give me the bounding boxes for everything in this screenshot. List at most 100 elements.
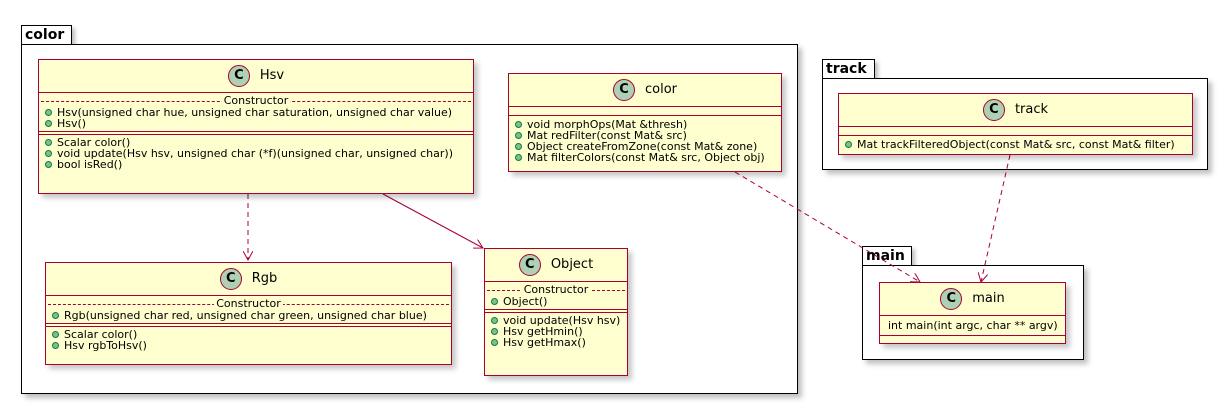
constructor-item: Rgb(unsigned char red, unsigned char gre…: [46, 308, 451, 322]
class-badge-icon: C: [518, 254, 541, 276]
method-item: Mat trackFilteredObject(const Mat& src, …: [839, 137, 1192, 151]
method-item: void update(Hsv hsv, unsigned char (*f)(…: [39, 146, 473, 160]
constructor-signature: Hsv(): [57, 116, 87, 130]
constructor-signature: Rgb(unsigned char red, unsigned char gre…: [64, 308, 427, 322]
section-divider: [839, 135, 1192, 136]
package-tab-color: color: [21, 25, 72, 45]
section-divider: [509, 115, 781, 116]
class-header: C Hsv: [39, 60, 473, 93]
class-badge-icon: C: [612, 79, 635, 101]
method-signature: Hsv getHmin(): [503, 324, 583, 338]
constructor-item: Object(): [485, 294, 627, 308]
arrow-hsv-to-object: [382, 193, 483, 248]
class-header: C track: [839, 94, 1192, 127]
public-method-icon: [52, 312, 59, 319]
method-item: Mat filterColors(const Mat& src, Object …: [509, 150, 781, 164]
constructor-item: Hsv(): [39, 116, 473, 130]
class-track[interactable]: C track Mat trackFilteredObject(const Ma…: [838, 93, 1193, 155]
class-header: C Rgb: [46, 263, 451, 296]
method-item: Mat redFilter(const Mat& src): [509, 128, 781, 142]
field-item: int main(int argc, char ** argv): [888, 319, 1058, 332]
method-signature: Hsv rgbToHsv(): [64, 338, 147, 352]
public-method-icon: [491, 298, 498, 305]
class-color[interactable]: C color void morphOps(Mat &thresh) Mat r…: [508, 73, 782, 172]
package-label-main: main: [866, 248, 905, 264]
method-item: Hsv rgbToHsv(): [46, 338, 451, 352]
method-item: Scalar color(): [46, 327, 451, 341]
class-badge-icon: C: [982, 99, 1005, 121]
section-title-text: Constructor: [214, 297, 283, 310]
public-method-icon: [491, 317, 498, 324]
section-divider: [485, 309, 627, 310]
method-signature: Scalar color(): [57, 135, 131, 149]
method-signature: void morphOps(Mat &thresh): [527, 117, 688, 131]
section-title: Constructor: [39, 94, 473, 107]
arrow-color-to-main: [734, 171, 920, 282]
method-signature: Mat filterColors(const Mat& src, Object …: [527, 150, 765, 164]
method-item: bool isRed(): [39, 157, 473, 171]
public-method-icon: [515, 154, 522, 161]
public-method-icon: [515, 143, 522, 150]
constructor-item: Hsv(unsigned char hue, unsigned char sat…: [39, 105, 473, 119]
method-signature: Mat trackFilteredObject(const Mat& src, …: [857, 137, 1175, 151]
public-method-icon: [45, 139, 52, 146]
public-method-icon: [845, 141, 852, 148]
method-signature: void update(Hsv hsv, unsigned char (*f)(…: [57, 146, 453, 160]
method-item: Scalar color(): [39, 135, 473, 149]
section-divider: [485, 312, 627, 313]
method-signature: Scalar color(): [64, 327, 138, 341]
method-item: Object createFromZone(const Mat& zone): [509, 139, 781, 153]
public-method-icon: [515, 132, 522, 139]
public-method-icon: [45, 161, 52, 168]
method-signature: bool isRed(): [57, 157, 123, 171]
method-item: void update(Hsv hsv): [485, 313, 627, 327]
class-header: C color: [509, 74, 781, 107]
class-header: C main: [880, 283, 1065, 316]
constructor-signature: Object(): [503, 294, 548, 308]
class-badge-icon: C: [219, 268, 242, 290]
method-signature: Mat redFilter(const Mat& src): [527, 128, 687, 142]
class-rgb[interactable]: C Rgb Constructor Rgb(unsigned char red,…: [45, 262, 452, 365]
method-item: void morphOps(Mat &thresh): [509, 117, 781, 131]
section-title-text: Constructor: [221, 94, 291, 107]
package-label-track: track: [826, 61, 867, 77]
class-badge-icon: C: [940, 288, 963, 310]
method-item: Hsv getHmax(): [485, 335, 627, 349]
class-header: C Object: [485, 249, 627, 282]
section-divider: [880, 335, 1065, 336]
class-main[interactable]: C main int main(int argc, char ** argv): [879, 282, 1066, 344]
class-object[interactable]: C Object Constructor Object() void updat…: [484, 248, 628, 376]
class-name: Object: [550, 257, 594, 272]
package-label-color: color: [25, 27, 65, 43]
method-item: Hsv getHmin(): [485, 324, 627, 338]
public-method-icon: [45, 109, 52, 116]
section-divider: [39, 131, 473, 132]
section-title: Constructor: [46, 297, 451, 310]
class-badge-icon: C: [227, 65, 250, 87]
section-divider: [46, 323, 451, 324]
section-title-text: Constructor: [521, 283, 591, 296]
section-divider: [39, 134, 473, 135]
method-signature: Hsv getHmax(): [503, 335, 586, 349]
class-name: main: [972, 291, 1005, 306]
class-name: Hsv: [259, 68, 285, 83]
class-name: track: [1014, 102, 1049, 117]
public-method-icon: [515, 121, 522, 128]
public-method-icon: [45, 150, 52, 157]
arrow-track-to-main: [981, 154, 1011, 282]
public-method-icon: [52, 331, 59, 338]
section-divider: [46, 326, 451, 327]
public-method-icon: [45, 120, 52, 127]
package-tab-main: main: [862, 246, 912, 266]
constructor-signature: Hsv(unsigned char hue, unsigned char sat…: [57, 105, 453, 119]
class-name: color: [644, 82, 677, 97]
class-name: Rgb: [251, 271, 278, 286]
package-tab-track: track: [822, 59, 875, 79]
public-method-icon: [491, 328, 498, 335]
method-signature: Object createFromZone(const Mat& zone): [527, 139, 758, 153]
method-signature: void update(Hsv hsv): [503, 313, 621, 327]
class-hsv[interactable]: C Hsv Constructor Hsv(unsigned char hue,…: [38, 59, 474, 194]
section-title: Constructor: [485, 283, 627, 296]
